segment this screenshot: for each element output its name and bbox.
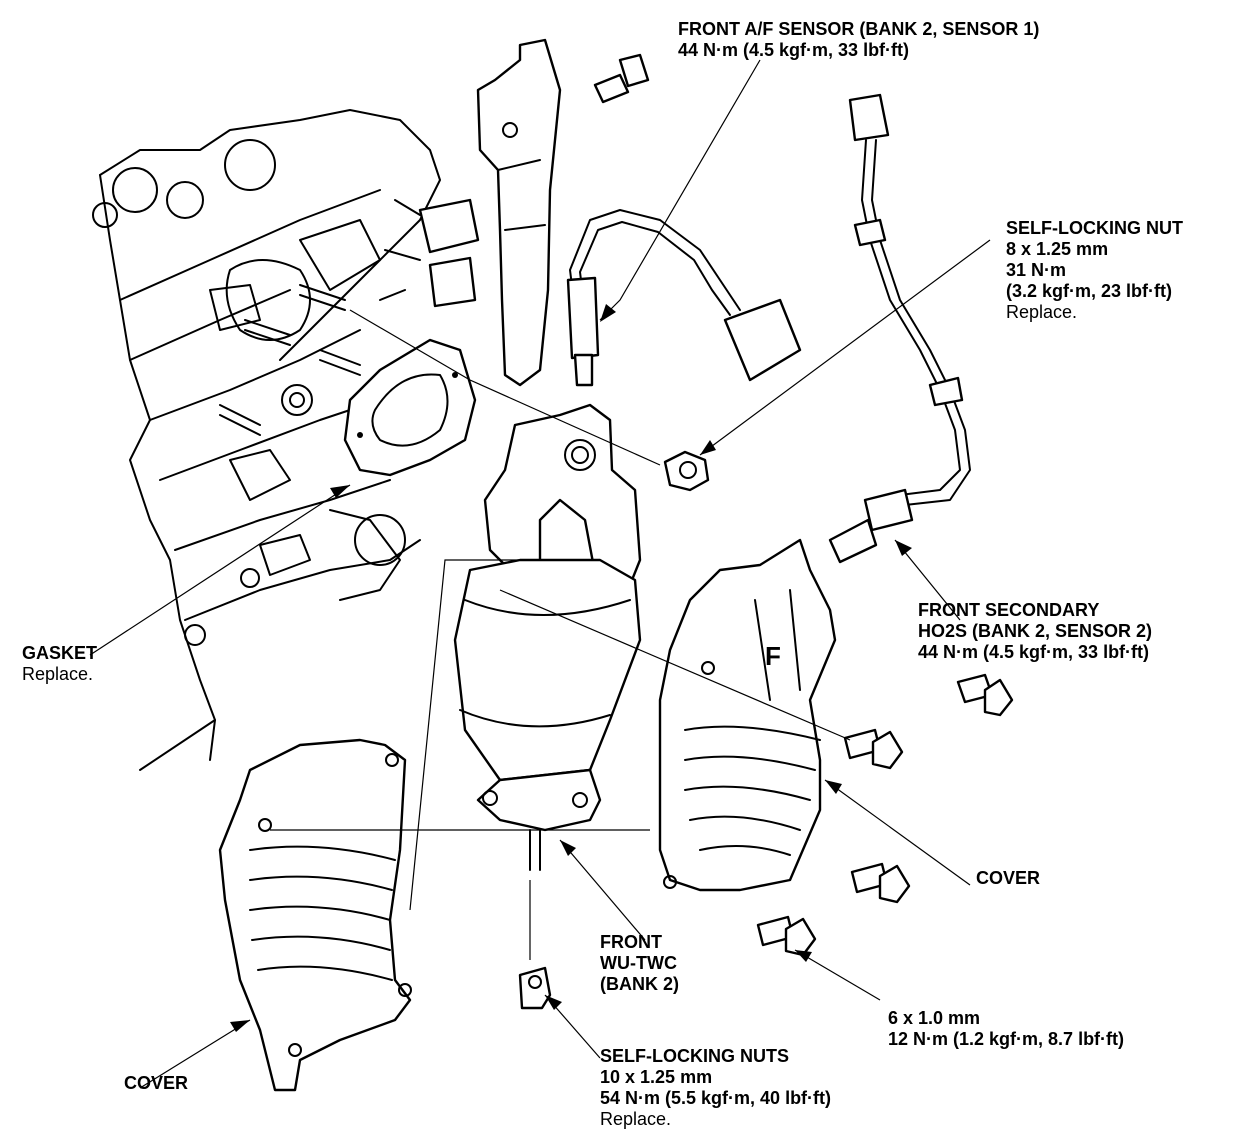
front-wu-twc: [453, 403, 642, 871]
af-sensor-title: FRONT A/F SENSOR (BANK 2, SENSOR 1): [678, 19, 1040, 39]
harness-connectors: [379, 198, 480, 308]
heat-shield-right: F: [658, 538, 837, 892]
shield-mark-text: F: [765, 641, 781, 671]
leader-lines: [89, 59, 991, 1089]
self-locking-nut-label: SELF-LOCKING NUT 8 x 1.25 mm 31 N·m (3.2…: [1006, 218, 1183, 323]
cover-bolt-3-icon: [850, 862, 911, 904]
cover-bolt-2-icon: [843, 728, 904, 770]
gasket: [343, 338, 477, 477]
nut-torque: 31 N·m: [1006, 260, 1067, 280]
twc-title-3: (BANK 2): [600, 974, 679, 994]
nut-title: SELF-LOCKING NUT: [1006, 218, 1183, 238]
nuts-note: Replace.: [600, 1109, 672, 1129]
cover-bolt-1-icon: [956, 673, 1014, 717]
twc-title-1: FRONT: [600, 932, 662, 952]
bracket-bolt-icon: [593, 53, 650, 104]
bolt-label: 6 x 1.0 mm 12 N·m (1.2 kgf·m, 8.7 lbf·ft…: [888, 1008, 1124, 1050]
gasket-note: Replace.: [22, 664, 94, 684]
front-twc-label: FRONT WU-TWC (BANK 2): [600, 932, 679, 995]
secondary-ho2s: [828, 93, 971, 564]
af-sensor-torque: 44 N·m (4.5 kgf·m, 33 lbf·ft): [678, 40, 910, 60]
secondary-ho2s-label: FRONT SECONDARY HO2S (BANK 2, SENSOR 2) …: [918, 600, 1152, 663]
self-locking-nuts-icon: [518, 966, 552, 1010]
cover-left-title: COVER: [124, 1073, 189, 1093]
self-locking-nuts-label: SELF-LOCKING NUTS 10 x 1.25 mm 54 N·m (5…: [600, 1046, 831, 1130]
nut-size: 8 x 1.25 mm: [1006, 239, 1109, 259]
nut-torque-alt: (3.2 kgf·m, 23 lbf·ft): [1006, 281, 1173, 301]
cover-left-label: COVER: [124, 1073, 188, 1094]
engine-block: [92, 109, 441, 771]
wiring-bracket: [476, 38, 562, 387]
ho2s-title-1: FRONT SECONDARY: [918, 600, 1100, 620]
ho2s-title-2: HO2S (BANK 2, SENSOR 2): [918, 621, 1153, 641]
nuts-torque: 54 N·m (5.5 kgf·m, 40 lbf·ft): [600, 1088, 832, 1108]
cover-bolt-4-icon: [756, 915, 817, 957]
nut-note: Replace.: [1006, 302, 1078, 322]
cover-right-title: COVER: [976, 868, 1041, 888]
af-sensor: [566, 209, 802, 387]
gasket-label: GASKET Replace.: [22, 643, 97, 685]
af-sensor-label: FRONT A/F SENSOR (BANK 2, SENSOR 1) 44 N…: [678, 19, 1039, 61]
bolt-size: 6 x 1.0 mm: [888, 1008, 981, 1028]
twc-title-2: WU-TWC: [600, 953, 677, 973]
arrowheads: [230, 304, 912, 1032]
cover-right-label: COVER: [976, 868, 1040, 889]
nuts-title: SELF-LOCKING NUTS: [600, 1046, 789, 1066]
bolt-torque: 12 N·m (1.2 kgf·m, 8.7 lbf·ft): [888, 1029, 1125, 1049]
gasket-title: GASKET: [22, 643, 98, 663]
nuts-size: 10 x 1.25 mm: [600, 1067, 713, 1087]
self-locking-nut-icon: [663, 450, 710, 492]
heat-shield-left: [218, 738, 412, 1092]
ho2s-torque: 44 N·m (4.5 kgf·m, 33 lbf·ft): [918, 642, 1150, 662]
